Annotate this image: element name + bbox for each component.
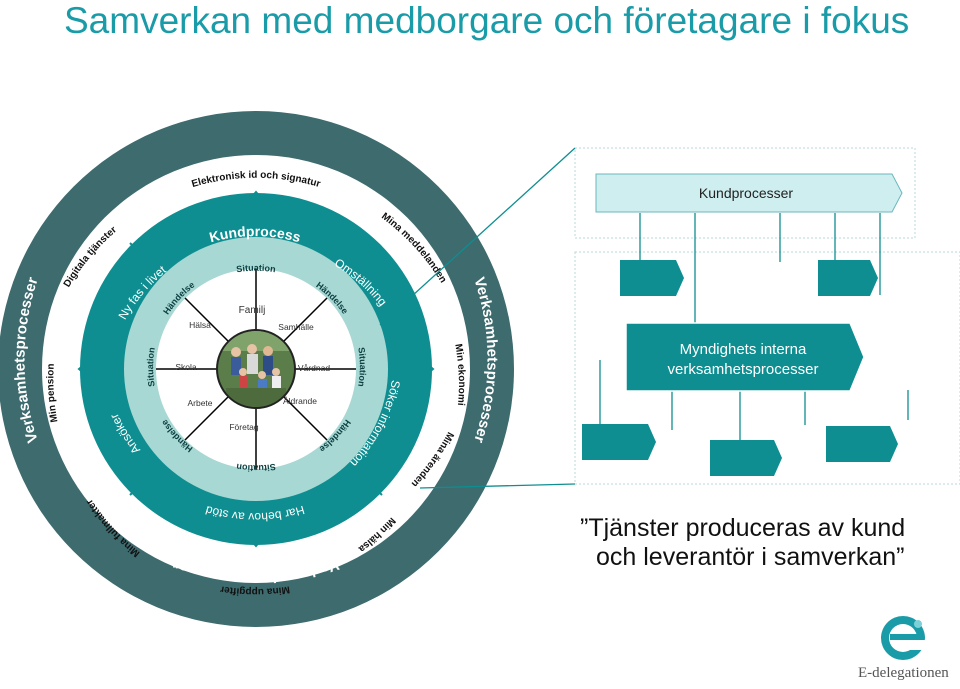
ring-arrows — [77, 190, 435, 548]
label-situation-bottom: Situation — [236, 462, 277, 474]
right-diagram: Kundprocesser Myndighets interna verksam… — [379, 147, 960, 489]
quote: ”Tjänster produceras av kund och leveran… — [580, 514, 940, 572]
quote-line-2: och leverantör i samverkan” — [596, 543, 905, 571]
label-arbete: Arbete — [187, 398, 212, 408]
label-situation-top: Situation — [236, 263, 277, 275]
process-box — [620, 260, 684, 296]
process-box — [582, 424, 656, 460]
label-situation-left: Situation — [145, 347, 157, 388]
inner-spokes — [156, 269, 356, 469]
label-skola: Skola — [175, 362, 197, 372]
label-min-ekonomi: Min ekonomi — [452, 343, 467, 406]
family-photo — [216, 329, 296, 409]
logo-text: E-delegationen — [858, 665, 949, 681]
verksamhet-frame — [574, 251, 960, 485]
myndighets-box — [625, 322, 865, 392]
label-vardnad: Vårdnad — [298, 363, 330, 373]
myndighets-line2: verksamhetsprocesser — [668, 361, 819, 378]
label-aldrande: Åldrande — [283, 396, 317, 406]
label-situation-right: Situation — [356, 347, 368, 388]
label-har-behov: Har behov av stöd — [204, 503, 306, 524]
quote-line-1: ”Tjänster produceras av kund — [580, 514, 906, 542]
kundprocesser-box — [595, 173, 903, 213]
label-foretag: Företag — [229, 422, 259, 432]
label-familj: Familj — [239, 305, 266, 316]
kundprocesser-frame — [574, 147, 916, 239]
slide-title: Samverkan med medborgare och företagare … — [64, 0, 910, 41]
label-samhalle: Samhälle — [278, 322, 314, 332]
label-kundprocess: Kundprocess — [208, 223, 303, 245]
process-box — [826, 426, 898, 462]
process-box — [818, 260, 878, 296]
myndighets-line1: Myndighets interna — [680, 341, 807, 358]
e-delegationen-logo-icon — [881, 616, 925, 660]
kundprocesser-label: Kundprocesser — [699, 185, 794, 201]
process-box — [710, 440, 782, 476]
label-halsa: Hälsa — [189, 320, 211, 330]
